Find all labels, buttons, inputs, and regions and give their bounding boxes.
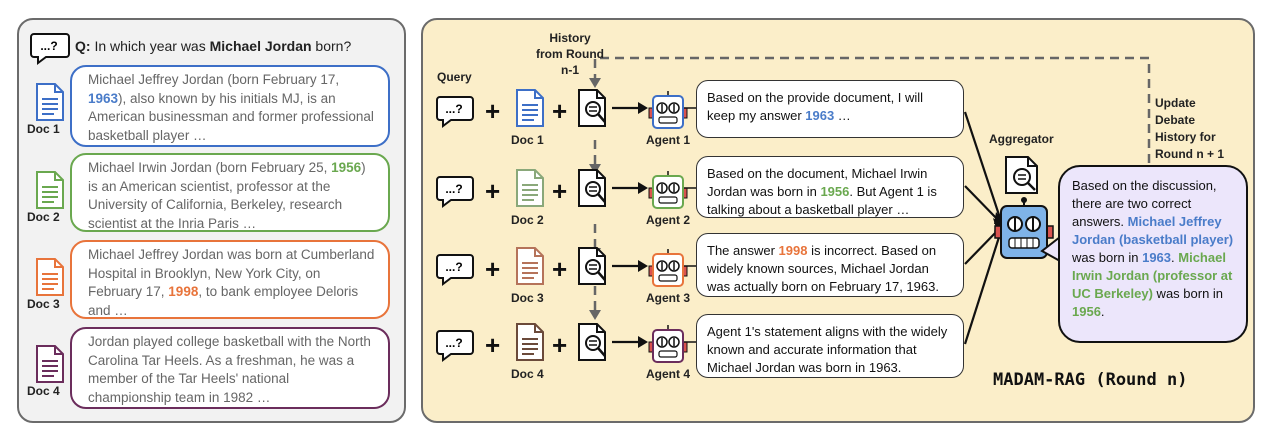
doc-4-label: Doc 4 (27, 384, 60, 398)
doc-2-label: Doc 2 (27, 210, 60, 224)
doc-3-box: Michael Jeffrey Jordan was born at Cumbe… (70, 240, 390, 319)
svg-text:...?: ...? (40, 39, 57, 53)
agent-robot-icon (648, 91, 688, 129)
svg-text:...?: ...? (445, 336, 462, 350)
plus-icon: + (485, 254, 501, 284)
agent-label: Agent 3 (645, 291, 690, 305)
arrow-icon (612, 182, 648, 194)
agent-label: Agent 1 (645, 133, 690, 147)
aggregator-bubble-tail (1040, 236, 1061, 262)
query-icon: ...? (436, 330, 474, 362)
doc-4-box: Jordan played college basketball with th… (70, 327, 390, 409)
query-speech-icon: ...? (30, 33, 70, 65)
row-doc-label: Doc 2 (511, 213, 544, 227)
agent-label: Agent 2 (645, 213, 690, 227)
svg-text:...?: ...? (445, 102, 462, 116)
aggregator-robot-icon (994, 197, 1054, 259)
row-doc-label: Doc 3 (511, 291, 544, 305)
agent-3-message: The answer 1998 is incorrect. Based on w… (696, 233, 964, 297)
aggregator-doc-icon (1005, 156, 1038, 194)
plus-icon: + (485, 330, 501, 360)
search-doc-icon (578, 247, 606, 285)
svg-text:...?: ...? (445, 260, 462, 274)
query-icon: ...? (436, 254, 474, 286)
arrow-icon (612, 260, 648, 272)
doc-2-box: Michael Irwin Jordan (born February 25, … (70, 153, 390, 232)
search-doc-icon (578, 169, 606, 207)
aggregator-answer: Based on the discussion, there are two c… (1058, 165, 1248, 343)
agent-4-message: Agent 1's statement aligns with the wide… (696, 314, 964, 378)
query-icon: ...? (436, 96, 474, 128)
agent-robot-icon (648, 325, 688, 363)
plus-icon: + (552, 254, 568, 284)
agent-1-message: Based on the provide document, I will ke… (696, 80, 964, 138)
agent-label: Agent 4 (645, 367, 690, 381)
query-label: Query (437, 70, 472, 84)
connector-line (684, 187, 698, 189)
connector-line (684, 107, 698, 109)
svg-text:...?: ...? (445, 182, 462, 196)
doc-1-box: Michael Jeffrey Jordan (born February 17… (70, 65, 390, 147)
plus-icon: + (552, 330, 568, 360)
doc-icon (516, 89, 544, 127)
doc-1-label: Doc 1 (27, 122, 60, 136)
doc-1-icon (36, 83, 64, 121)
doc-icon (516, 323, 544, 361)
agent-robot-icon (648, 249, 688, 287)
doc-3-label: Doc 3 (27, 297, 60, 311)
aggregator-label: Aggregator (989, 132, 1054, 146)
question-text: Q: In which year was Michael Jordan born… (75, 38, 352, 54)
row-doc-label: Doc 4 (511, 367, 544, 381)
connector-line (684, 341, 698, 343)
plus-icon: + (485, 96, 501, 126)
doc-icon (516, 169, 544, 207)
doc-2-icon (36, 171, 64, 209)
plus-icon: + (485, 176, 501, 206)
diagram-title: MADAM-RAG (Round n) (993, 370, 1188, 390)
agent-2-message: Based on the document, Michael Irwin Jor… (696, 156, 964, 218)
doc-3-icon (36, 258, 64, 296)
search-doc-icon (578, 323, 606, 361)
plus-icon: + (552, 96, 568, 126)
query-icon: ...? (436, 176, 474, 208)
arrow-icon (612, 102, 648, 114)
plus-icon: + (552, 176, 568, 206)
doc-4-icon (36, 345, 64, 383)
connector-line (684, 265, 698, 267)
search-doc-icon (578, 89, 606, 127)
doc-icon (516, 247, 544, 285)
arrow-icon (612, 336, 648, 348)
row-doc-label: Doc 1 (511, 133, 544, 147)
agent-robot-icon (648, 171, 688, 209)
